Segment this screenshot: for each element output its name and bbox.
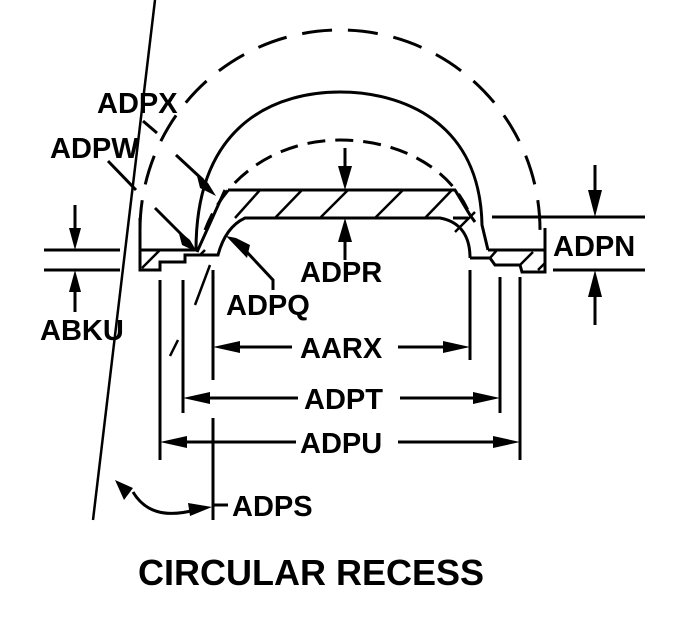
- dome-solid-arc: [194, 90, 490, 251]
- abku-dimension: [44, 205, 120, 312]
- adps-leader: [115, 480, 228, 516]
- inner-dashed-arc: [203, 138, 472, 231]
- label-adpn: ADPN: [553, 231, 635, 263]
- adpx-leader: [142, 119, 216, 196]
- label-adpx: ADPX: [97, 88, 178, 120]
- diagram-title: CIRCULAR RECESS: [138, 552, 484, 593]
- adpt-dimension: [183, 392, 500, 404]
- left-flange: [138, 218, 206, 272]
- aarx-dimension: [213, 341, 470, 353]
- label-adpu: ADPU: [300, 428, 382, 460]
- label-adps: ADPS: [232, 491, 313, 523]
- right-flange: [453, 216, 547, 274]
- label-aarx: AARX: [300, 333, 383, 365]
- label-adpt: ADPT: [304, 384, 383, 416]
- adpw-leader: [106, 159, 197, 252]
- label-abku: ABKU: [40, 315, 124, 347]
- extension-lines: [91, 0, 522, 521]
- label-adpq: ADPQ: [226, 290, 310, 322]
- label-adpw: ADPW: [50, 133, 139, 165]
- adpq-leader: [226, 236, 275, 290]
- adpr-dimension: [338, 148, 352, 260]
- adpu-dimension: [160, 436, 520, 448]
- label-adpr: ADPR: [300, 257, 382, 289]
- outer-dashed-arc: [138, 28, 542, 231]
- adpn-dimension: [492, 165, 645, 325]
- hatched-plate: [195, 188, 477, 259]
